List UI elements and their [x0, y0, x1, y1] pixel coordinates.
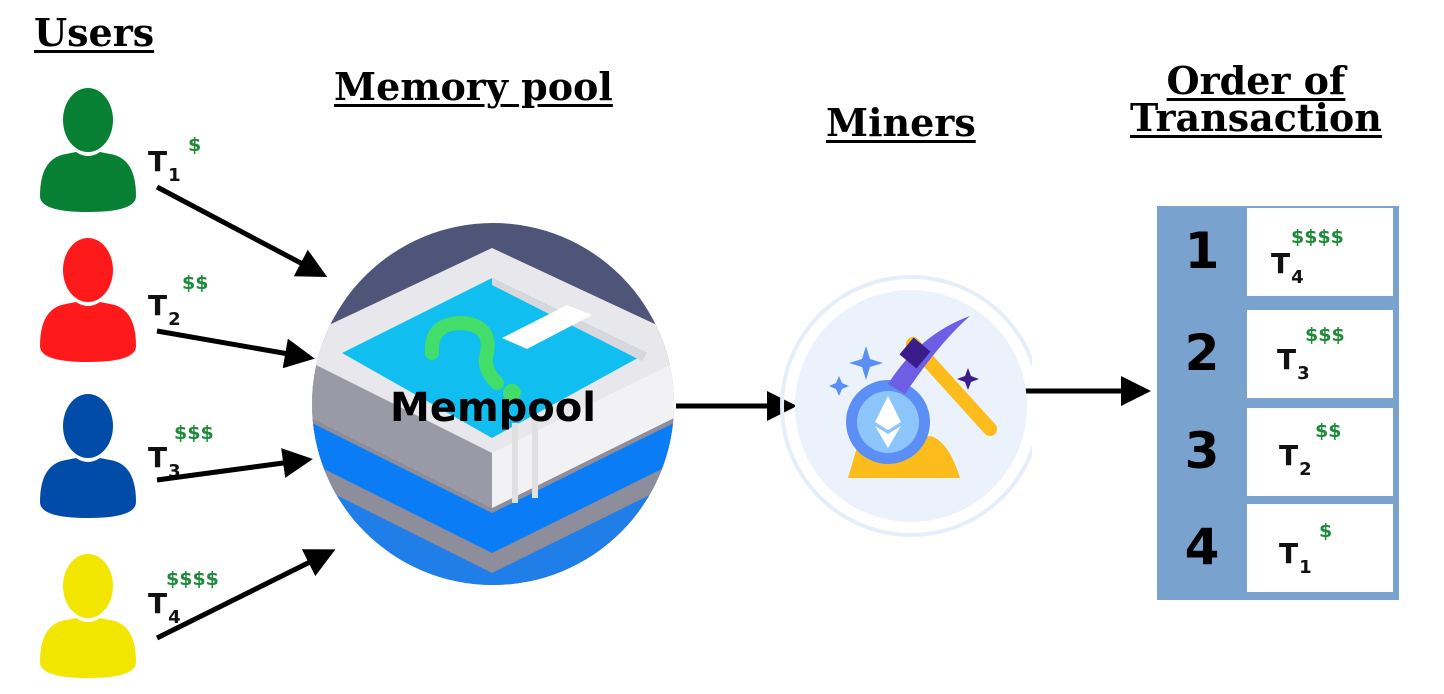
tx-letter: T	[148, 587, 168, 620]
user-avatar-3	[38, 392, 138, 522]
users-title: Users	[34, 10, 155, 55]
tx-letter: T	[148, 441, 168, 474]
order-rank: 1	[1184, 222, 1220, 280]
user-avatar-4	[38, 552, 138, 682]
user-tx-label-2: T2 $$	[148, 274, 208, 329]
tx-letter: T	[1279, 439, 1299, 472]
tx-index: 4	[168, 607, 181, 628]
user-icon	[40, 238, 136, 362]
arrow-user1-to-mempool	[155, 184, 328, 278]
order-cell: T2 $$	[1247, 408, 1393, 496]
tx-index: 2	[168, 309, 181, 330]
order-title-line-2: Transaction	[1130, 95, 1382, 141]
pool-icon	[312, 223, 674, 585]
order-cell: T1 $	[1247, 504, 1393, 592]
tx-letter: T	[1271, 247, 1291, 280]
tx-fee: $	[188, 134, 202, 156]
pickaxe-ethereum-icon	[780, 275, 1032, 537]
tx-index: 3	[168, 461, 181, 482]
tx-letter: T	[1277, 343, 1297, 376]
miners-title: Miners	[826, 100, 976, 145]
order-cell: T3 $$$	[1247, 310, 1393, 398]
user-tx-label-4: T4 $$$$	[148, 570, 219, 627]
user-tx-label-1: T1 $	[148, 136, 201, 185]
order-rank: 3	[1184, 422, 1220, 480]
miner-circle	[770, 264, 1032, 548]
tx-fee: $$$$	[166, 568, 219, 590]
tx-fee: $$	[182, 272, 209, 294]
tx-index: 1	[1299, 557, 1312, 578]
tx-index: 3	[1297, 363, 1310, 384]
user-icon	[40, 88, 136, 212]
tx-letter: T	[1279, 537, 1299, 570]
order-tx-label: T3 $$$	[1277, 326, 1345, 383]
transaction-order-table: 1 T4 $$$$ 2 T3 $$$ 3 T2 $$ 4 T	[1157, 206, 1399, 600]
order-row-3: 3 T2 $$	[1157, 408, 1399, 498]
user-icon	[40, 554, 136, 678]
order-tx-label: T1 $	[1279, 522, 1332, 577]
order-rank: 4	[1184, 518, 1220, 576]
order-row-1: 1 T4 $$$$	[1157, 208, 1399, 298]
mempool-circle: Mempool	[312, 223, 674, 585]
tx-letter: T	[148, 289, 168, 322]
order-of-transaction-title: Order of Transaction	[1130, 58, 1382, 141]
user-avatar-2	[38, 236, 138, 366]
user-avatar-1	[38, 86, 138, 216]
mempool-label: Mempool	[390, 385, 596, 431]
tx-index: 2	[1299, 459, 1312, 480]
tx-fee: $$$$	[1291, 226, 1344, 248]
arrow-user2-to-mempool	[156, 328, 315, 369]
order-tx-label: T2 $$	[1279, 422, 1341, 479]
order-rank: 2	[1184, 324, 1220, 382]
tx-fee: $	[1319, 520, 1333, 542]
order-row-4: 4 T1 $	[1157, 504, 1399, 594]
memory-pool-title: Memory pool	[334, 64, 613, 109]
order-title-line-1: Order of	[1166, 58, 1346, 103]
user-tx-label-3: T3 $$$	[148, 424, 214, 481]
tx-index: 4	[1291, 267, 1304, 288]
order-cell: T4 $$$$	[1247, 208, 1393, 296]
tx-index: 1	[168, 165, 181, 186]
order-row-2: 2 T3 $$$	[1157, 310, 1399, 400]
tx-letter: T	[148, 145, 168, 178]
tx-fee: $$	[1315, 420, 1342, 442]
tx-fee: $$$	[174, 422, 214, 444]
order-tx-label: T4 $$$$	[1271, 228, 1344, 287]
tx-fee: $$$	[1305, 324, 1345, 346]
user-icon	[40, 394, 136, 518]
